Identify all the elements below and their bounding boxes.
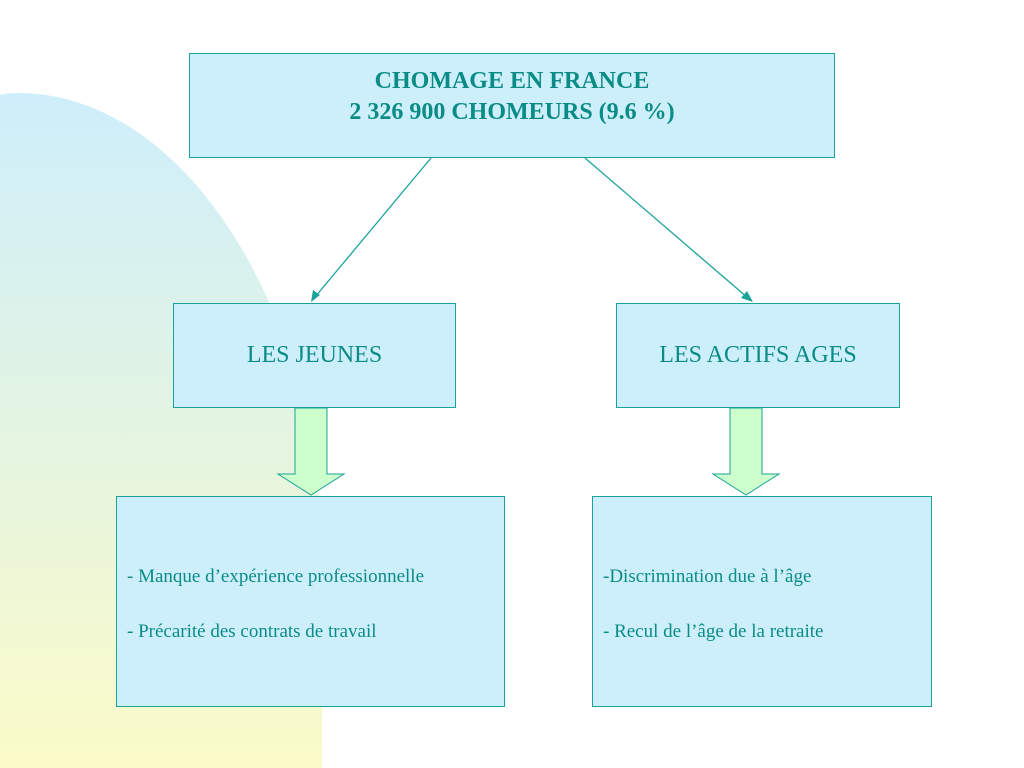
details-box-jeunes: - Manque d’expérience professionnelle - …	[116, 496, 505, 707]
root-node-box: CHOMAGE EN FRANCE 2 326 900 CHOMEURS (9.…	[189, 53, 835, 158]
node-actifs-ages: LES ACTIFS AGES	[616, 303, 900, 408]
root-subtitle: 2 326 900 CHOMEURS (9.6 %)	[349, 99, 675, 125]
detail-item: - Précarité des contrats de travail	[127, 621, 377, 642]
node-les-jeunes: LES JEUNES	[173, 303, 456, 408]
node-actifs-ages-label: LES ACTIFS AGES	[659, 342, 857, 368]
detail-item: - Recul de l’âge de la retraite	[603, 621, 824, 642]
root-title: CHOMAGE EN FRANCE	[374, 68, 650, 94]
details-box-actifs-ages: -Discrimination due à l’âge - Recul de l…	[592, 496, 932, 707]
detail-item: -Discrimination due à l’âge	[603, 566, 812, 587]
detail-item: - Manque d’expérience professionnelle	[127, 566, 425, 587]
node-les-jeunes-label: LES JEUNES	[246, 342, 383, 368]
